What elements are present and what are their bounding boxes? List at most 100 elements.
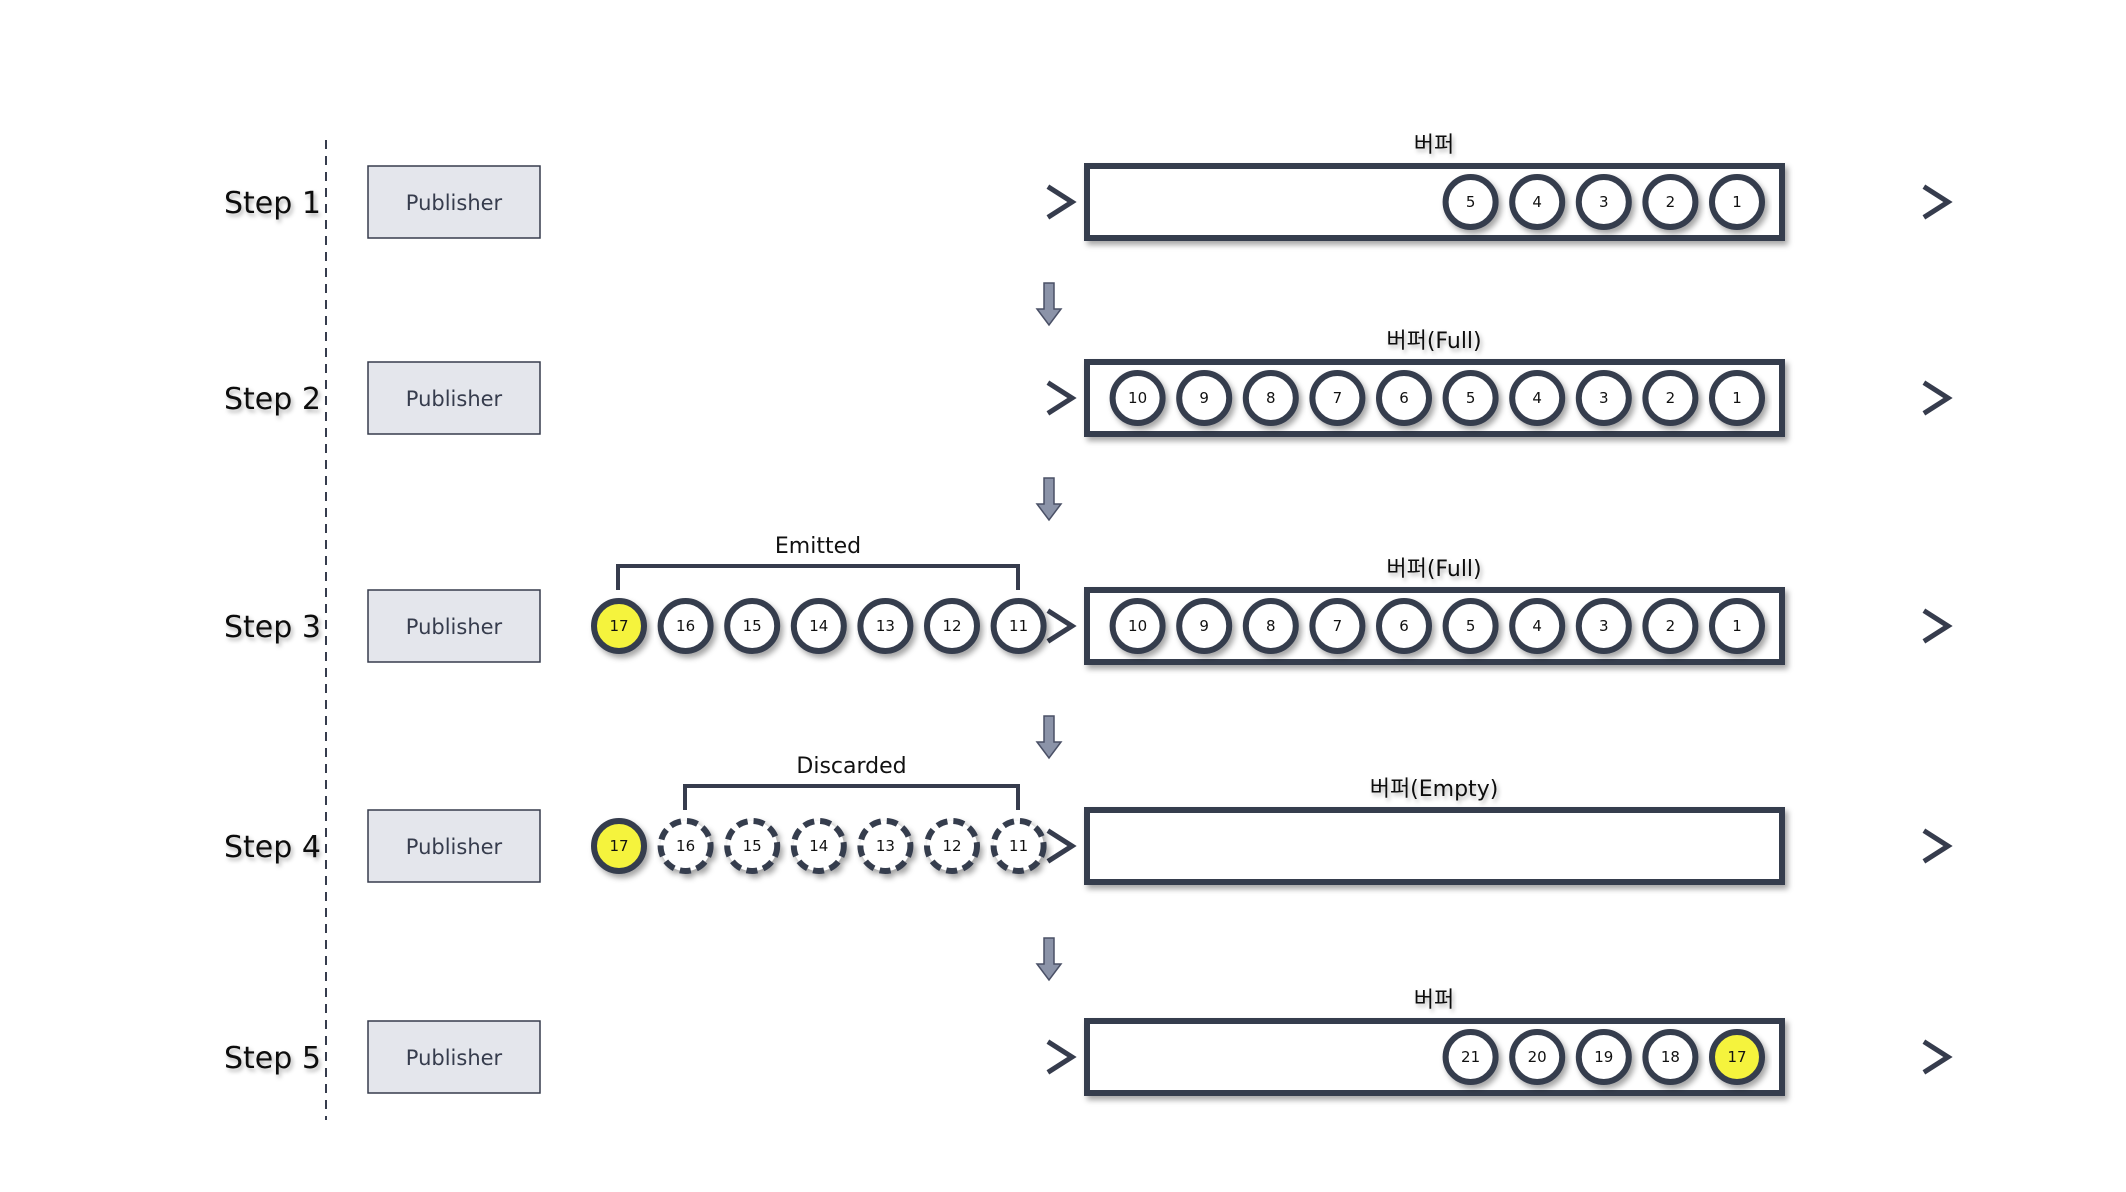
publisher-box: Publisher: [367, 1020, 541, 1094]
step-transition-arrow: [1035, 937, 1063, 982]
marble-label: 18: [1661, 1048, 1680, 1066]
marble: 1: [1709, 598, 1765, 654]
marble: 4: [1509, 174, 1566, 230]
marble-label: 6: [1399, 389, 1409, 407]
marble-label: 3: [1599, 389, 1609, 407]
marble: 14: [790, 818, 847, 874]
step-row: Step 5 Publisher 버퍼 21 20 19 18 17: [224, 988, 1953, 1096]
marble: 5: [1442, 370, 1499, 426]
marble-label: 9: [1199, 617, 1209, 635]
step-transition-arrow: [1035, 477, 1063, 522]
marble-label: 14: [809, 837, 828, 855]
step-label: Step 2: [224, 382, 321, 417]
flow-arrow-head: [1046, 1039, 1077, 1075]
marble-label: 16: [676, 837, 695, 855]
step-label: Step 3: [224, 610, 321, 645]
step-transition-arrow: [1035, 715, 1063, 760]
marble: 15: [724, 598, 781, 654]
marble-label: 13: [876, 837, 895, 855]
step-label: Step 4: [224, 830, 321, 865]
marble: 3: [1575, 370, 1632, 426]
publisher-label: Publisher: [406, 835, 503, 859]
buffer-label: 버퍼(Full): [1386, 557, 1481, 582]
marble: 5: [1442, 174, 1499, 230]
marble-label: 2: [1666, 617, 1676, 635]
marble: 17: [1709, 1029, 1765, 1085]
marble: 8: [1242, 598, 1299, 654]
marble-label: 13: [876, 617, 895, 635]
marble: 21: [1442, 1029, 1499, 1085]
marble-label: 15: [743, 837, 762, 855]
marble: 6: [1376, 598, 1432, 654]
marble-label: 15: [743, 617, 762, 635]
flow-arrow-head: [1046, 608, 1077, 644]
bracket: [683, 784, 1020, 810]
marble: 10: [1109, 370, 1166, 426]
output-arrow-head: [1922, 380, 1953, 416]
marble: 3: [1575, 174, 1632, 230]
marble: 8: [1242, 370, 1299, 426]
marble: 12: [924, 818, 980, 874]
buffer-label: 버퍼(Empty): [1370, 777, 1499, 802]
step-transition-arrow: [1035, 282, 1063, 327]
marble-label: 10: [1128, 617, 1147, 635]
marble: 17: [591, 818, 647, 874]
flow-arrow-head: [1046, 380, 1077, 416]
marble: 2: [1642, 598, 1699, 654]
marble-label: 4: [1532, 617, 1542, 635]
marble-label: 2: [1666, 389, 1676, 407]
flow-arrow-head: [1046, 828, 1077, 864]
marble-label: 17: [609, 837, 628, 855]
marble-label: 5: [1466, 389, 1476, 407]
bracket: [616, 564, 1020, 590]
marble-label: 11: [1009, 617, 1028, 635]
output-arrow-head: [1922, 184, 1953, 220]
output-arrow-head: [1922, 608, 1953, 644]
marble: 13: [857, 598, 914, 654]
marble: 16: [657, 818, 714, 874]
marble-label: 19: [1594, 1048, 1613, 1066]
publisher-box: Publisher: [367, 165, 541, 239]
publisher-label: Publisher: [406, 191, 503, 215]
marble: 6: [1376, 370, 1432, 426]
marble: 20: [1509, 1029, 1566, 1085]
marble-label: 2: [1666, 193, 1676, 211]
marble-label: 5: [1466, 617, 1476, 635]
step-label: Step 1: [224, 186, 321, 221]
marble: 1: [1709, 370, 1765, 426]
marble-label: 1: [1732, 389, 1742, 407]
marble: 7: [1309, 370, 1366, 426]
marble: 15: [724, 818, 781, 874]
marble-label: 12: [942, 837, 961, 855]
bracket-label: Emitted: [775, 534, 861, 559]
marble-label: 6: [1399, 617, 1409, 635]
marble: 2: [1642, 174, 1699, 230]
marble-label: 17: [609, 617, 628, 635]
marble-label: 3: [1599, 193, 1609, 211]
publisher-box: Publisher: [367, 361, 541, 435]
publisher-label: Publisher: [406, 615, 503, 639]
marble-label: 11: [1009, 837, 1028, 855]
marble: 11: [990, 818, 1047, 874]
marble-label: 17: [1727, 1048, 1746, 1066]
buffer-label: 버퍼: [1414, 988, 1454, 1013]
marble-label: 5: [1466, 193, 1476, 211]
step-label: Step 5: [224, 1041, 321, 1076]
output-arrow-head: [1922, 828, 1953, 864]
buffer-box: [1084, 807, 1785, 885]
buffer-label: 버퍼: [1414, 133, 1454, 158]
marble-label: 7: [1333, 389, 1343, 407]
marble-label: 20: [1528, 1048, 1547, 1066]
marble: 19: [1575, 1029, 1632, 1085]
marble: 5: [1442, 598, 1499, 654]
marble: 9: [1176, 370, 1233, 426]
marble: 18: [1642, 1029, 1699, 1085]
marble: 17: [591, 598, 647, 654]
marble: 7: [1309, 598, 1366, 654]
marble-label: 21: [1461, 1048, 1480, 1066]
marble: 2: [1642, 370, 1699, 426]
